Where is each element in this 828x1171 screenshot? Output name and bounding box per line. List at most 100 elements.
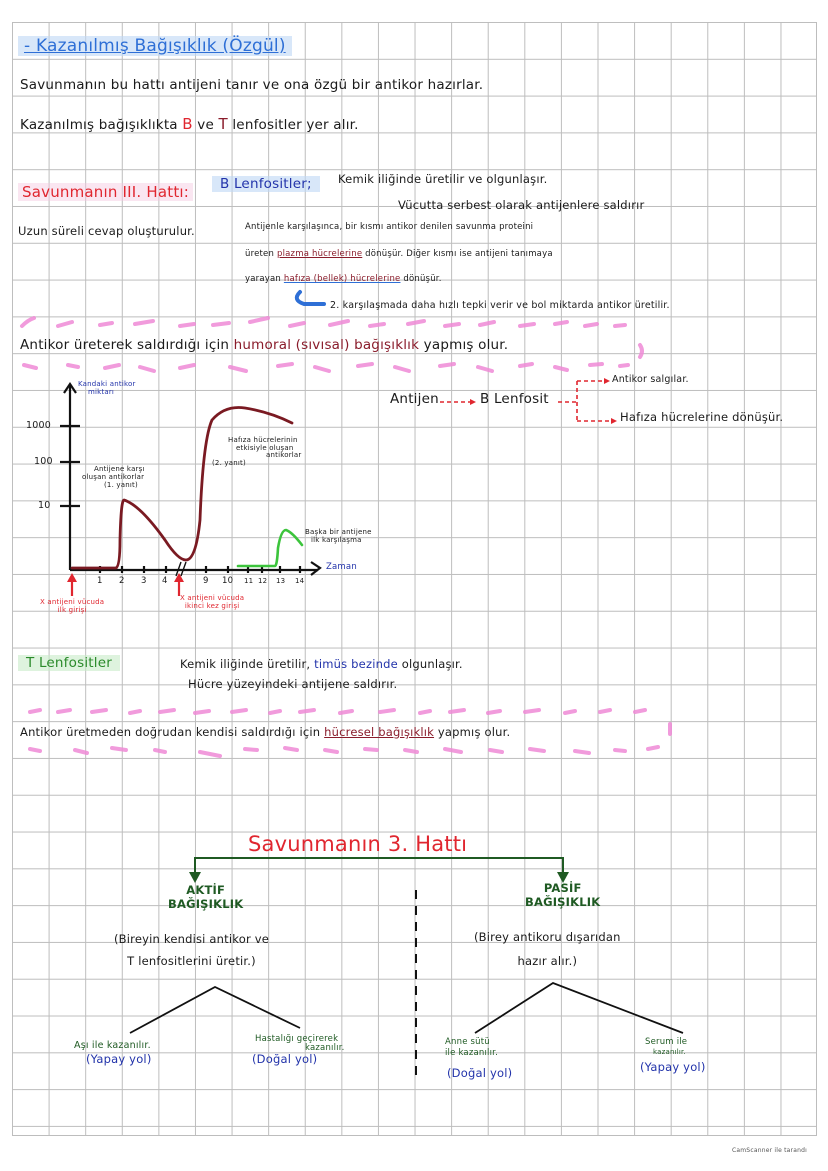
disease-note: (Doğal yol)	[252, 1052, 318, 1066]
passive-immunity-title: PASİF BAĞIŞIKLIK	[525, 881, 600, 909]
detail1: Antijenle karşılaşınca, bir kısmı antiko…	[245, 222, 534, 232]
x-tick-4: 4	[162, 576, 168, 586]
x-tick-3: 3	[141, 576, 147, 586]
other-antigen-label: Başka bir antijene ilk karşılaşma	[305, 528, 372, 544]
x-axis-label: Zaman	[326, 562, 357, 572]
x-tick-10: 10	[222, 576, 234, 586]
flow-antigen: Antijen	[390, 391, 439, 407]
x-tick-13: 13	[276, 577, 286, 585]
arrow-down-icon	[557, 872, 569, 883]
second-response-label: Hafıza hücrelerinin etkisiyle oluşan ant…	[212, 436, 302, 467]
x-tick-12: 12	[258, 577, 268, 585]
text: (2. yanıt)	[212, 458, 246, 467]
t-line1: Kemik iliğinde üretilir, timüs bezinde o…	[180, 657, 463, 671]
text: yapmış olur.	[423, 337, 509, 353]
text: BAĞIŞIKLIK	[525, 895, 601, 909]
detail4: 2. karşılaşmada daha hızlı tepki verir v…	[330, 300, 670, 311]
text: Kazanılmış bağışıklıkta	[20, 117, 178, 133]
disease-leaf: Hastalığı geçirerek kazanılır.	[255, 1035, 345, 1053]
text: X antijeni vücuda	[180, 594, 245, 602]
b-line1: Kemik iliğinde üretilir ve olgunlaşır.	[338, 172, 548, 186]
text: Hastalığı geçirerek	[255, 1034, 339, 1044]
x-tick-9: 9	[203, 576, 209, 586]
text: Antikor üreterek saldırdığı için	[20, 337, 230, 353]
flow-output-antibody: Antikor salgılar.	[612, 374, 689, 385]
passive-immunity-desc: (Birey antikoru dışarıdan hazır alır.)	[474, 925, 621, 973]
y-tick-100: 100	[34, 456, 53, 467]
second-entry-label: X antijeni vücuda ikinci kez girişi	[180, 594, 244, 610]
text: olgunlaşır.	[401, 657, 463, 671]
text: Serum ile	[645, 1037, 688, 1047]
t-line2: Hücre yüzeyindeki antijene saldırır.	[188, 677, 398, 691]
flow-b-cell: B Lenfosit	[480, 391, 549, 407]
humoral-immunity: humoral (sıvısal) bağışıklık	[233, 337, 420, 353]
b-letter: B	[182, 115, 193, 133]
text: kazanılır.	[653, 1048, 686, 1056]
breast-milk-note: (Doğal yol)	[447, 1066, 513, 1080]
section-title-acquired-immunity: - Kazanılmış Bağışıklık (Özgül)	[18, 36, 292, 56]
cellular-line: Antikor üretmeden doğrudan kendisi saldı…	[20, 725, 510, 739]
third-line-heading: Savunmanın III. Hattı:	[18, 183, 194, 201]
text: ilk karşılaşma	[311, 536, 362, 544]
cellular-immunity: hücresel bağışıklık	[324, 725, 435, 739]
serum-leaf: Serum ile kazanılır.	[645, 1037, 687, 1057]
flow-output-memory: Hafıza hücrelerine dönüşür.	[620, 410, 784, 424]
text: X antijeni vücuda	[40, 598, 105, 606]
x-tick-11: 11	[244, 577, 254, 585]
x-tick-14: 14	[295, 577, 305, 585]
vaccine-note: (Yapay yol)	[86, 1052, 152, 1066]
text: dönüşür. Diğer kısmı ise antijeni tanıma…	[365, 249, 553, 259]
text: yapmış olur.	[437, 725, 511, 739]
tree-title: Savunmanın 3. Hattı	[248, 832, 468, 856]
text: yarayan	[245, 274, 281, 284]
detail2: üreten plazma hücrelerine dönüşür. Diğer…	[245, 249, 553, 259]
first-entry-label: X antijeni vücuda ilk girişi	[40, 598, 104, 614]
text: hazır alır.)	[517, 954, 578, 968]
text: ilk girişi	[57, 606, 87, 614]
text: Başka bir antijene	[305, 528, 372, 536]
text: Antikor üretmeden doğrudan kendisi saldı…	[20, 725, 321, 739]
text: Hafıza hücrelerinin	[228, 436, 298, 444]
y-tick-10: 10	[38, 500, 51, 511]
text: etkisiyle oluşan	[236, 443, 294, 452]
text: oluşan antikorlar	[82, 473, 145, 481]
text: Kandaki antikor	[78, 380, 136, 388]
section1-line2: Kazanılmış bağışıklıkta B ve T lenfositl…	[20, 115, 359, 133]
t-letter: T	[218, 115, 228, 133]
text: (1. yanıt)	[104, 481, 138, 489]
text: kazanılır.	[305, 1043, 345, 1053]
arrow-head-icon	[611, 418, 617, 424]
t-lymphocytes-label: T Lenfositler	[18, 655, 120, 671]
text: antikorlar	[266, 451, 302, 459]
breast-milk-leaf: Anne sütü ile kazanılır.	[445, 1037, 498, 1059]
section1-line1: Savunmanın bu hattı antijeni tanır ve on…	[20, 77, 484, 93]
x-tick-1: 1	[97, 576, 103, 586]
text: T lenfositlerini üretir.)	[127, 954, 256, 968]
y-tick-1000: 1000	[26, 420, 51, 431]
y-axis-label: Kandaki antikor miktarı	[78, 380, 136, 396]
plasma-cells: plazma hücrelerine	[276, 249, 363, 259]
text: miktarı	[88, 388, 115, 396]
text: PASİF	[543, 881, 582, 895]
text: lenfositler yer alır.	[232, 117, 359, 133]
vaccine-leaf: Aşı ile kazanılır.	[74, 1040, 151, 1051]
text: Antijene karşı	[94, 465, 145, 473]
text: ve	[197, 117, 214, 133]
text: üreten	[245, 249, 275, 259]
serum-note: (Yapay yol)	[640, 1060, 706, 1074]
active-immunity-title: AKTİF BAĞIŞIKLIK	[168, 883, 243, 911]
humoral-line: Antikor üreterek saldırdığı için humoral…	[20, 337, 508, 353]
b-line2: Vücutta serbest olarak antijenlere saldı…	[398, 198, 645, 212]
long-term-response: Uzun süreli cevap oluşturulur.	[18, 224, 195, 238]
b-lymphocytes-label: B Lenfositler;	[212, 176, 320, 192]
text: AKTİF	[186, 883, 226, 897]
active-immunity-desc: (Bireyin kendisi antikor ve T lenfositle…	[114, 928, 269, 972]
text: (Birey antikoru dışarıdan	[474, 930, 621, 944]
arrow-head-icon	[470, 399, 476, 405]
text: BAĞIŞIKLIK	[168, 897, 244, 911]
